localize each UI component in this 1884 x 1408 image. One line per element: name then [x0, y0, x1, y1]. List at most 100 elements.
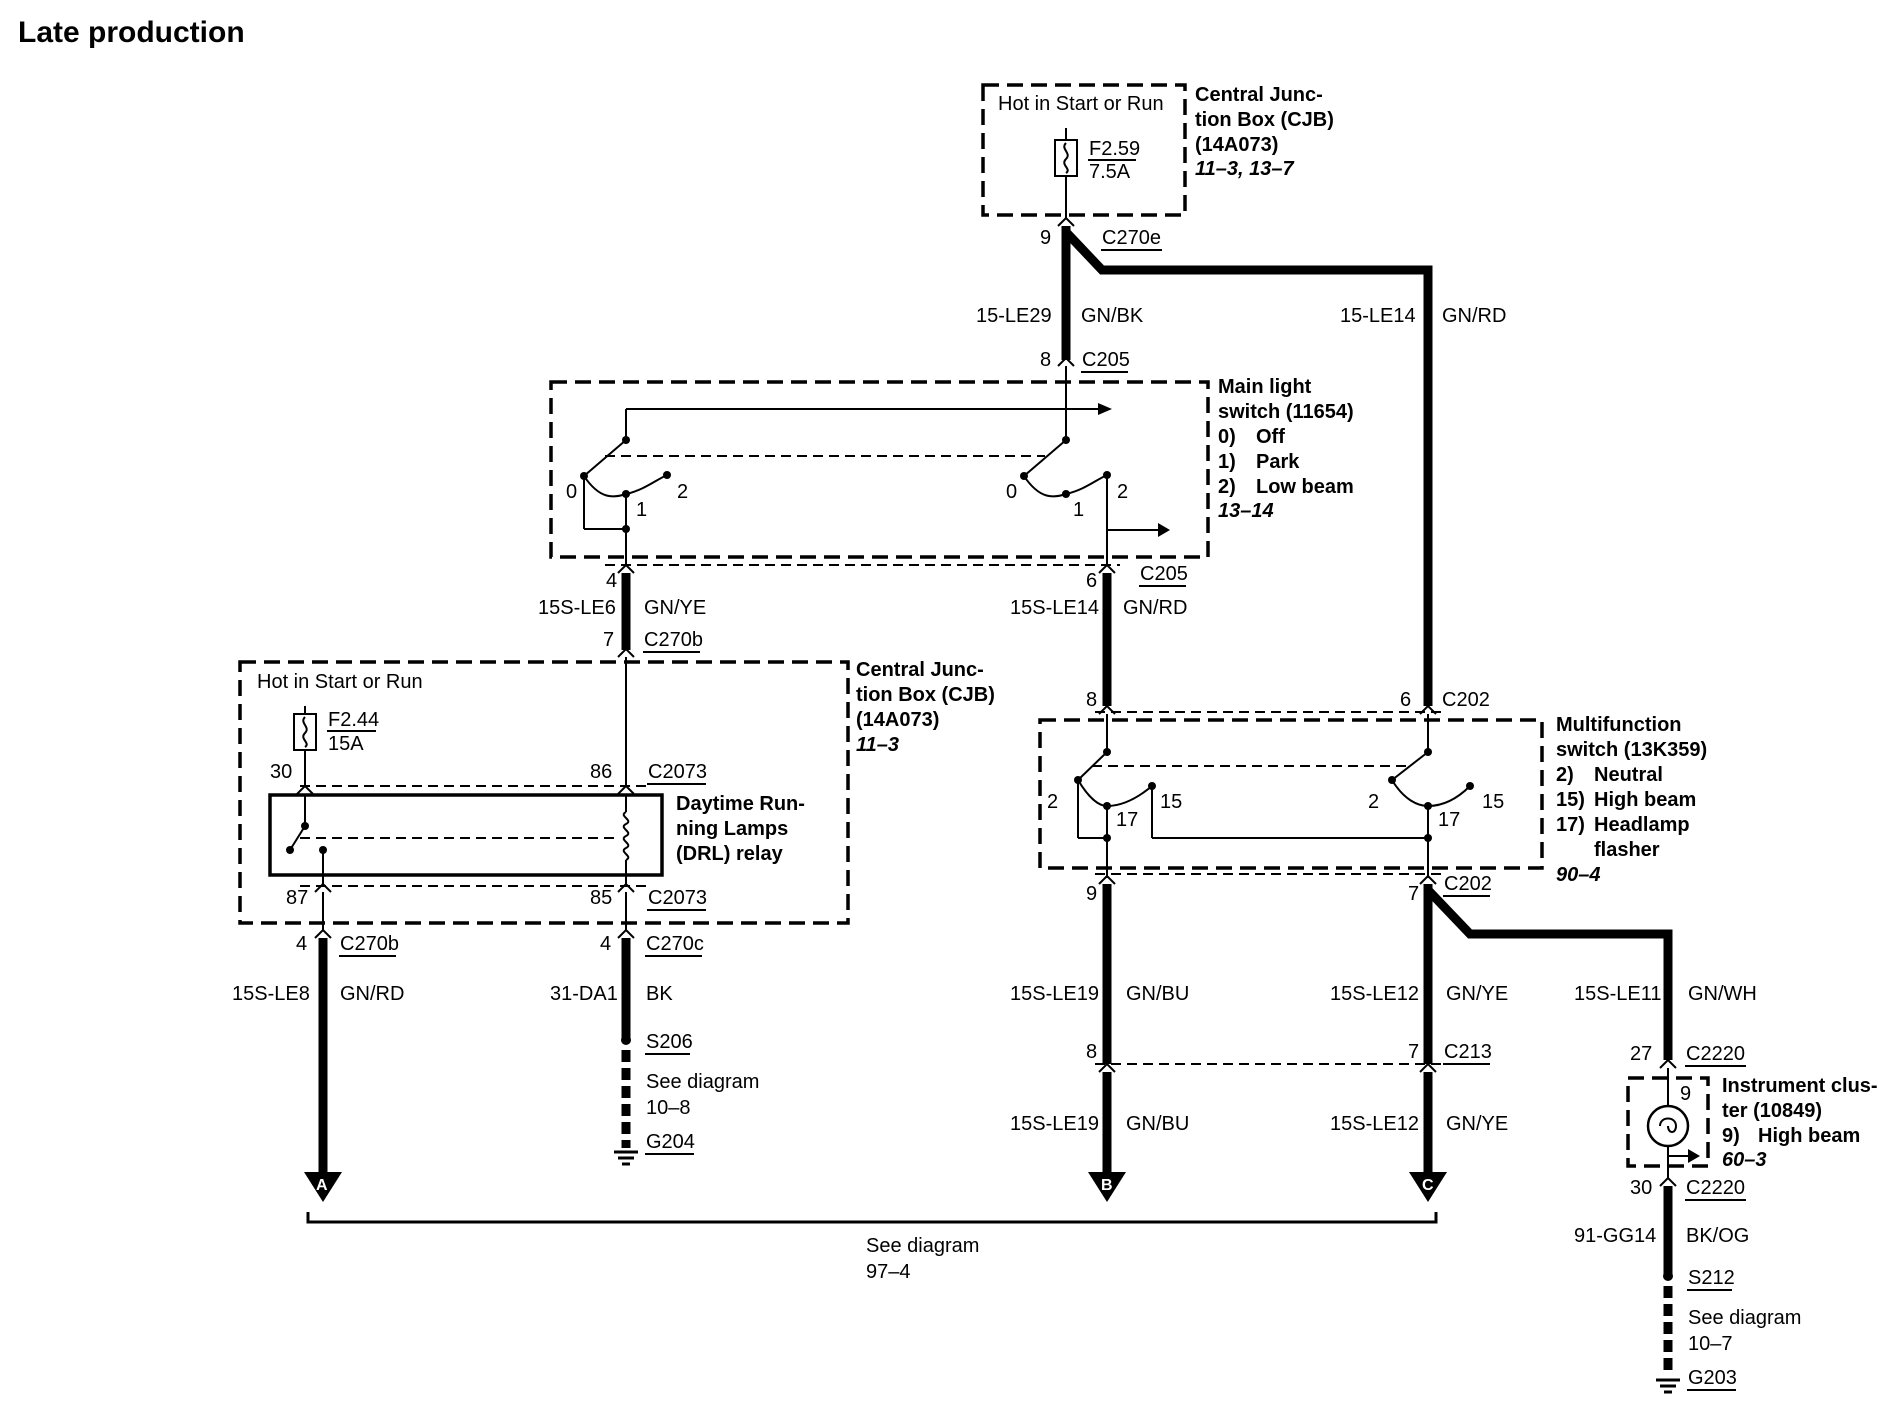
c270b-top-label: C270b: [644, 629, 703, 651]
cluster-ref: 60–3: [1722, 1149, 1767, 1171]
c213-label: C213: [1444, 1041, 1492, 1063]
bulb-filament-icon: [1659, 1117, 1678, 1133]
c202-top-label: C202: [1442, 689, 1490, 711]
wire-91-gg14-color: BK/OG: [1686, 1225, 1749, 1247]
main-switch-name-2: switch (11654): [1218, 401, 1354, 423]
drl-relay-name-1: Daytime Run-: [676, 793, 805, 815]
wire-15s-le19-a-id: 15S-LE19: [1010, 983, 1099, 1005]
fuse-f244-rating: 15A: [328, 733, 364, 755]
sw-l-pos-1: 1: [636, 499, 647, 521]
cluster-name-1: Instrument clus-: [1722, 1075, 1878, 1097]
multifunction-name-2: switch (13K359): [1556, 739, 1707, 761]
see-diagram-right: See diagram: [1688, 1307, 1801, 1329]
multifunction-box: [1038, 718, 1544, 870]
drl-relay-name-2: ning Lamps: [676, 818, 788, 840]
ground-icon: [1656, 1378, 1680, 1394]
multifunction-pos-17: 17): [1556, 814, 1585, 836]
wire-15s-le12-a-id: 15S-LE12: [1330, 983, 1419, 1005]
mf-r-pos-2: 2: [1368, 791, 1379, 813]
cjb-left-supply: Hot in Start or Run: [257, 671, 423, 693]
wire-15-le29-id: 15-LE29: [976, 305, 1052, 327]
sw-r-pos-2: 2: [1117, 481, 1128, 503]
sw-l-pos-0: 0: [566, 481, 577, 503]
wire-15s-le12-b-id: 15S-LE12: [1330, 1113, 1419, 1135]
wire-91-gg14-id: 91-GG14: [1574, 1225, 1656, 1247]
arrow-b: B: [1088, 1172, 1126, 1202]
mf-l-pos-2: 2: [1047, 791, 1058, 813]
cluster-pin-9: 9: [1680, 1083, 1691, 1105]
relay-coil-icon: [622, 811, 630, 861]
arrow-c-label: C: [1422, 1177, 1434, 1194]
c270b-bottom-label: C270b: [340, 933, 399, 955]
see-diagram-right-ref: 10–7: [1688, 1333, 1733, 1355]
mf-r-pos-15: 15: [1482, 791, 1504, 813]
pin-4-c270b: 4: [296, 933, 307, 955]
multifunction-pos-15: 15): [1556, 789, 1585, 811]
arrow-a: A: [304, 1172, 342, 1202]
fuse-f244-id: F2.44: [328, 709, 379, 731]
cjb-top: Hot in Start or Run F2.59 7.5A Central J…: [981, 83, 1334, 218]
splice-s206: S206: [646, 1031, 693, 1053]
arrow-c: C: [1409, 1172, 1447, 1202]
multifunction-pos-17-label-2: flasher: [1594, 839, 1660, 861]
instrument-cluster: 9 Instrument clus- ter (10849) 9) High b…: [1626, 1068, 1878, 1178]
mf-l-pos-17: 17: [1116, 809, 1138, 831]
wire-15s-le19-b-id: 15S-LE19: [1010, 1113, 1099, 1135]
pin-27: 27: [1630, 1043, 1652, 1065]
main-switch-pos-1: 1): [1218, 451, 1236, 473]
pin-9-c202: 9: [1086, 883, 1097, 905]
wire-15s-le11: [1424, 886, 1673, 1060]
cjb-top-box: [981, 83, 1187, 217]
pin-86: 86: [590, 761, 612, 783]
wire-15s-le11-id: 15S-LE11: [1574, 983, 1661, 1005]
multifunction-name-1: Multifunction: [1556, 714, 1682, 736]
ground-g203: G203: [1688, 1367, 1737, 1389]
drl-relay-name-3: (DRL) relay: [676, 843, 784, 865]
cluster-pos-9: 9): [1722, 1125, 1740, 1147]
wire-15s-le19-a-color: GN/BU: [1126, 983, 1189, 1005]
fuse-f259-rating: 7.5A: [1089, 161, 1131, 183]
multifunction-ref: 90–4: [1556, 864, 1601, 886]
cjb-left: Hot in Start or Run F2.44 15A Central Ju…: [238, 659, 995, 925]
fuse-icon: [293, 706, 317, 786]
pin-4-c205: 4: [606, 570, 617, 592]
c2220-top-label: C2220: [1686, 1043, 1745, 1065]
c270e-label: C270e: [1102, 227, 1161, 249]
c2220-bottom-label: C2220: [1686, 1177, 1745, 1199]
multifunction-pos-15-label: High beam: [1594, 789, 1696, 811]
cjb-left-name-1: Central Junc-: [856, 659, 984, 681]
wire-31-da1-id: 31-DA1: [550, 983, 618, 1005]
main-switch-name-1: Main light: [1218, 376, 1312, 398]
main-switch-ref: 13–14: [1218, 500, 1274, 522]
see-diagram-bottom: See diagram: [866, 1235, 979, 1257]
cjb-left-ref: 11–3: [856, 734, 899, 756]
wire-15-le14-color: GN/RD: [1442, 305, 1506, 327]
cjb-left-name-3: (14A073): [856, 709, 939, 731]
pin-6-c202: 6: [1400, 689, 1411, 711]
mf-r-pos-17: 17: [1438, 809, 1460, 831]
see-diagram-left: See diagram: [646, 1071, 759, 1093]
see-diagram-bottom-ref: 97–4: [866, 1261, 911, 1283]
cjb-top-ref: 11–3, 13–7: [1195, 158, 1294, 180]
cjb-top-name-1: Central Junc-: [1195, 84, 1323, 106]
sw-r-pos-1: 1: [1073, 499, 1084, 521]
wire-15s-le11-color: GN/WH: [1688, 983, 1757, 1005]
wire-15s-le14-id: 15S-LE14: [1010, 597, 1099, 619]
splice-s212: S212: [1688, 1267, 1735, 1289]
main-light-switch: 0 1 2 0 1 2 Main light switch (11654) 0)…: [549, 366, 1354, 565]
wire-15-le14-id: 15-LE14: [1340, 305, 1416, 327]
cjb-top-supply: Hot in Start or Run: [998, 93, 1164, 115]
wire-15s-le19-b-color: GN/BU: [1126, 1113, 1189, 1135]
pin-8-c213: 8: [1086, 1041, 1097, 1063]
drl-relay: Daytime Run- ning Lamps (DRL) relay: [268, 793, 805, 886]
splice-s206-dot: [621, 1035, 631, 1045]
pin-30-c2220: 30: [1630, 1177, 1652, 1199]
wire-15s-le8-id: 15S-LE8: [232, 983, 310, 1005]
pin-7-c202: 7: [1408, 883, 1419, 905]
pin-7-c270b: 7: [603, 629, 614, 651]
wire-15-le29-color: GN/BK: [1081, 305, 1144, 327]
wire-31-da1-color: BK: [646, 983, 673, 1005]
mf-l-pos-15: 15: [1160, 791, 1182, 813]
